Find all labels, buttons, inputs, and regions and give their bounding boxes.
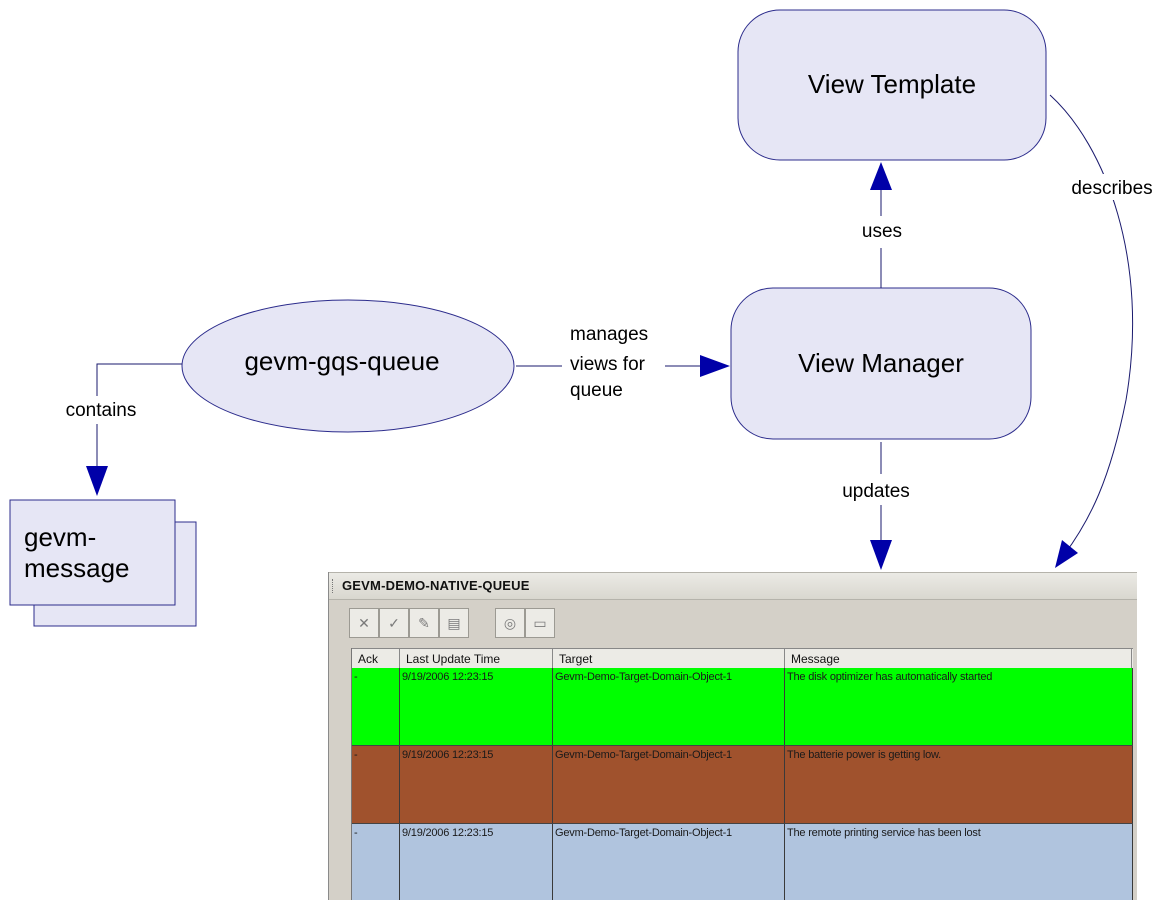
message-cell: The batterie power is getting low. (785, 746, 1133, 823)
manages-label-line3: queue (570, 380, 623, 401)
queue-table: Ack Last Update Time Target Message - 9/… (351, 648, 1133, 900)
view-manager-label: View Manager (798, 348, 964, 378)
properties-icon: ▤ (447, 614, 461, 631)
edit-icon: ✎ (418, 614, 430, 631)
target-cell: Gevm-Demo-Target-Domain-Object-1 (553, 746, 785, 823)
view-template-node: View Template (737, 9, 1047, 161)
column-header-target[interactable]: Target (553, 649, 785, 668)
queue-window-titlebar: GEVM-DEMO-NATIVE-QUEUE (329, 572, 1137, 600)
view-template-label: View Template (808, 69, 976, 99)
table-row[interactable]: - 9/19/2006 12:23:15 Gevm-Demo-Target-Do… (352, 668, 1133, 746)
queue-window: GEVM-DEMO-NATIVE-QUEUE ✕ ✓ ✎ ▤ ◎ ▭ Ack L… (328, 572, 1137, 900)
time-cell: 9/19/2006 12:23:15 (400, 668, 553, 745)
column-header-ack[interactable]: Ack (352, 649, 400, 668)
acknowledge-button[interactable]: ✓ (379, 608, 409, 638)
table-row[interactable]: - 9/19/2006 12:23:15 Gevm-Demo-Target-Do… (352, 746, 1133, 824)
ack-cell: - (352, 824, 400, 900)
acknowledge-icon: ✓ (388, 614, 400, 631)
describes-edge: describes (1049, 94, 1160, 568)
message-button[interactable]: ▭ (525, 608, 555, 638)
queue-window-title: GEVM-DEMO-NATIVE-QUEUE (342, 578, 530, 593)
queue-node: gevm-gqs-queue (181, 299, 515, 433)
delete-icon: ✕ (358, 614, 370, 631)
delete-button[interactable]: ✕ (349, 608, 379, 638)
view-manager-node: View Manager (730, 287, 1032, 440)
time-cell: 9/19/2006 12:23:15 (400, 746, 553, 823)
ack-cell: - (352, 668, 400, 745)
time-cell: 9/19/2006 12:23:15 (400, 824, 553, 900)
describes-label: describes (1071, 178, 1152, 199)
message-label-line2: message (24, 553, 130, 583)
column-header-last-update-time[interactable]: Last Update Time (400, 649, 553, 668)
contains-label: contains (66, 400, 137, 421)
message-icon: ▭ (533, 614, 547, 631)
table-row[interactable]: - 9/19/2006 12:23:15 Gevm-Demo-Target-Do… (352, 824, 1133, 900)
message-label-line1: gevm- (24, 522, 96, 552)
properties-button[interactable]: ▤ (439, 608, 469, 638)
contains-edge: contains (66, 363, 182, 496)
uses-label: uses (862, 221, 902, 242)
queue-label: gevm-gqs-queue (244, 346, 439, 376)
target-button[interactable]: ◎ (495, 608, 525, 638)
message-node: gevm- message (9, 499, 197, 627)
table-header: Ack Last Update Time Target Message (352, 648, 1133, 669)
manages-label-line1: manages (570, 324, 648, 345)
target-icon: ◎ (503, 614, 517, 631)
updates-label: updates (842, 481, 910, 502)
target-cell: Gevm-Demo-Target-Domain-Object-1 (553, 668, 785, 745)
updates-edge: updates (842, 442, 910, 570)
manages-label-line2: views for (570, 354, 646, 375)
edit-button[interactable]: ✎ (409, 608, 439, 638)
message-cell: The disk optimizer has automatically sta… (785, 668, 1133, 745)
message-cell: The remote printing service has been los… (785, 824, 1133, 900)
uses-edge: uses (862, 162, 902, 288)
ack-cell: - (352, 746, 400, 823)
target-cell: Gevm-Demo-Target-Domain-Object-1 (553, 824, 785, 900)
manages-edge: manages views for queue (516, 324, 730, 401)
grip-icon (332, 579, 335, 593)
column-header-message[interactable]: Message (785, 649, 1132, 668)
